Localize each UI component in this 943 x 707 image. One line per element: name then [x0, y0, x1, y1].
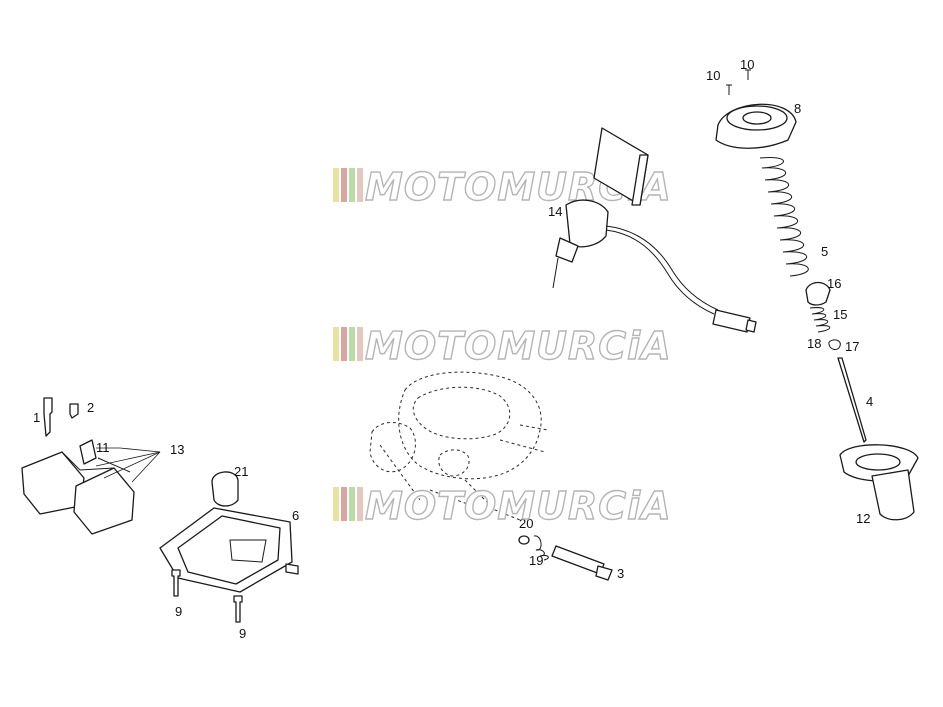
callout-8: 8 [794, 101, 801, 116]
part-8-diaphragm-cover [715, 103, 797, 149]
part-6-float-bowl [159, 507, 299, 593]
part-13-floats [21, 451, 135, 535]
callout-2: 2 [87, 400, 94, 415]
watermark-stripe-2 [341, 327, 347, 361]
part-2-jet [69, 403, 79, 419]
callout-17: 17 [845, 339, 859, 354]
part-16-spring-seat [805, 281, 831, 306]
watermark-stripe-4 [357, 168, 363, 202]
callout-5: 5 [821, 244, 828, 259]
callout-21: 21 [234, 464, 248, 479]
watermark-stripe-3 [349, 487, 355, 521]
callout-15: 15 [833, 307, 847, 322]
part-20-oring [518, 535, 530, 545]
callout-18: 18 [807, 336, 821, 351]
watermark-text: MOTOMURCiA [365, 484, 672, 528]
callout-12: 12 [856, 511, 870, 526]
callout-3: 3 [617, 566, 624, 581]
callout-19: 19 [529, 553, 543, 568]
part-21-float-needle [211, 471, 239, 507]
callout-labels: 1 2 3 4 5 6 8 9 9 10 10 11 12 13 14 15 1… [33, 57, 873, 641]
watermark-stripe-3 [349, 327, 355, 361]
watermark-bottom: MOTOMURCiA [333, 483, 672, 529]
callout-16: 16 [827, 276, 841, 291]
carburetor-body-outline [369, 371, 549, 521]
part-12-piston-slide [839, 444, 919, 521]
part-11-float-pin [79, 439, 131, 473]
part-5-spring [759, 156, 809, 277]
watermark-stripe-4 [357, 327, 363, 361]
part-18-17-clips [828, 339, 841, 350]
leader-lines [95, 447, 161, 483]
watermark-stripe-2 [341, 487, 347, 521]
callout-1: 1 [33, 410, 40, 425]
callout-10a: 10 [706, 68, 720, 83]
part-10-screws [726, 69, 751, 95]
watermark-text: MOTOMURCiA [365, 324, 672, 368]
watermark-stripe-1 [333, 487, 339, 521]
watermark-stripe-2 [341, 168, 347, 202]
part-14-choke-solenoid [552, 127, 757, 333]
part-4-needle [837, 357, 867, 443]
part-19-spring [533, 535, 549, 561]
callout-9b: 9 [239, 626, 246, 641]
watermark-stripe-3 [349, 168, 355, 202]
watermark-middle: MOTOMURCiA [333, 323, 672, 369]
callout-9a: 9 [175, 604, 182, 619]
callout-20: 20 [519, 516, 533, 531]
watermark-stripe-1 [333, 168, 339, 202]
part-9-screws [171, 569, 243, 623]
part-1-jet [43, 397, 53, 437]
callout-11: 11 [96, 440, 110, 455]
watermark-stripe-1 [333, 327, 339, 361]
callout-6: 6 [292, 508, 299, 523]
part-3-mixture-screw [551, 545, 613, 581]
callout-14: 14 [548, 204, 562, 219]
watermark-stripe-4 [357, 487, 363, 521]
callout-4: 4 [866, 394, 873, 409]
part-15-small-spring [809, 307, 831, 333]
callout-10b: 10 [740, 57, 754, 72]
callout-13: 13 [170, 442, 184, 457]
